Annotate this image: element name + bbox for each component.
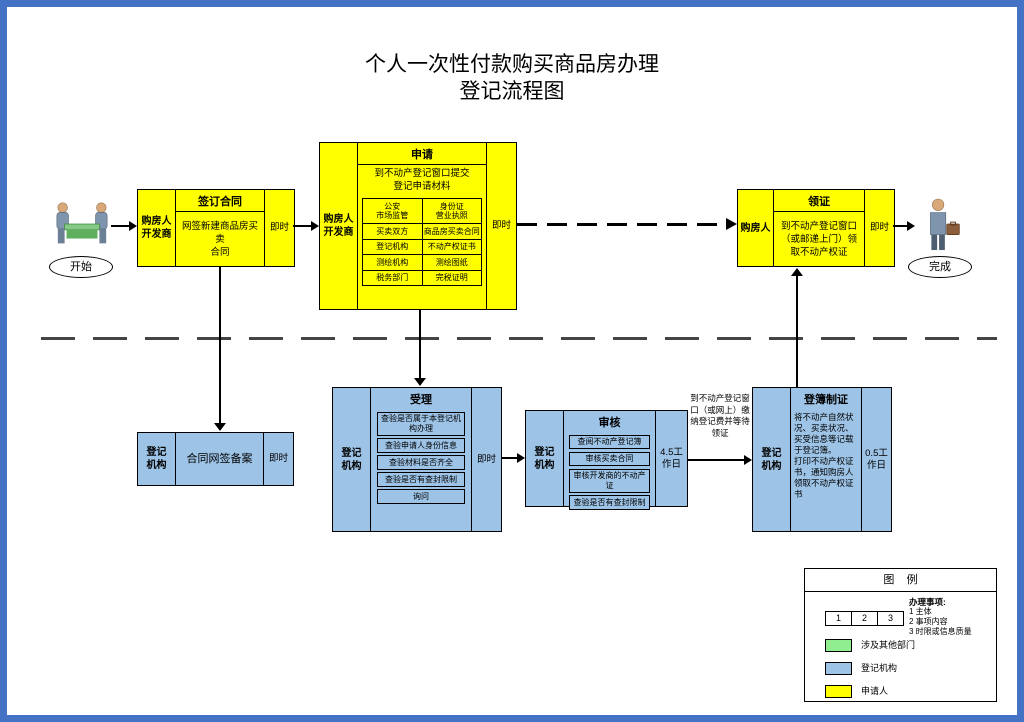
materials-row: 税务部门 完税证明 <box>362 269 482 286</box>
record-cert-main: 登簿制证 将不动产自然状况、买卖状况、买受信息等记载于登记簿。 打印不动产权证书… <box>791 388 861 531</box>
review-actor: 登记 机构 <box>526 411 564 506</box>
record-cert-header: 登簿制证 <box>804 394 848 406</box>
acceptance-item: 查验是否有查封限制 <box>377 472 465 487</box>
apply-materials-table: 公安 市场监管 身份证 营业执照 买卖双方 商品房买卖合同 登记机构 不动产权证… <box>362 198 482 286</box>
sign-contract-box: 购房人 开发商 签订合同 网签新建商品房买卖 合同 即时 <box>137 189 295 267</box>
record-cert-body: 将不动产自然状况、买卖状况、买受信息等记载于登记簿。 打印不动产权证书，通知购房… <box>794 412 854 499</box>
review-item: 审核开发商的不动产证 <box>569 468 650 493</box>
arrow-apply-to-receive-dashed <box>517 218 737 231</box>
acceptance-item: 查验是否属于本登记机构办理 <box>377 411 465 436</box>
acceptance-item: 查验申请人身份信息 <box>377 438 465 453</box>
person-briefcase-icon <box>915 197 967 255</box>
sign-contract-header: 签订合同 <box>176 190 264 212</box>
page-title-line1: 个人一次性付款购买商品房办理 <box>365 53 659 76</box>
swimlane-separator <box>41 337 997 340</box>
arrow-review-to-record <box>688 455 752 465</box>
page-title-line2: 登记流程图 <box>459 80 565 103</box>
legend: 图 例 1 2 3 办理事项: 1 主体 2 事项内容 3 时限或信息质量 涉及… <box>804 568 997 702</box>
apply-time: 即时 <box>486 143 516 309</box>
receive-cert-main: 领证 到不动产登记窗口（或邮递上门）领取不动产权证 <box>774 190 864 266</box>
material-org: 测绘机构 <box>362 254 423 271</box>
legend-sample-cells: 1 2 3 <box>825 611 904 626</box>
receive-cert-body: 到不动产登记窗口（或邮递上门）领取不动产权证 <box>780 220 857 258</box>
legend-cell-3: 3 <box>877 611 904 626</box>
legend-label-registry: 登记机构 <box>861 663 898 673</box>
arrow-sign-to-filing <box>214 267 226 431</box>
review-header: 审核 <box>598 417 621 429</box>
legend-note: 2 事项内容 <box>909 617 948 626</box>
sign-contract-actor: 购房人 开发商 <box>138 190 176 266</box>
material-doc: 完税证明 <box>421 269 482 286</box>
acceptance-box: 登记 机构 受理 查验是否属于本登记机构办理 查验申请人身份信息 查验材料是否齐… <box>332 387 502 532</box>
material-org: 税务部门 <box>362 269 423 286</box>
arrow-start-to-sign <box>111 221 137 231</box>
record-cert-box: 登记 机构 登簿制证 将不动产自然状况、买卖状况、买受信息等记载于登记簿。 打印… <box>752 387 892 532</box>
arrow-acceptance-to-review <box>502 453 525 463</box>
legend-swatch-registry <box>825 662 852 675</box>
end-terminal: 完成 <box>908 256 972 278</box>
sign-contract-body: 网签新建商品房买卖 合同 <box>181 220 258 258</box>
materials-row: 登记机构 不动产权证书 <box>362 238 482 255</box>
receive-cert-header: 领证 <box>774 190 864 212</box>
material-doc: 商品房买卖合同 <box>421 223 482 240</box>
record-cert-actor: 登记 机构 <box>753 388 791 531</box>
material-org: 公安 市场监管 <box>362 198 423 224</box>
material-doc: 身份证 营业执照 <box>421 198 482 224</box>
material-org: 登记机构 <box>362 238 423 255</box>
review-item: 查验是否有查封限制 <box>569 495 650 510</box>
start-terminal: 开始 <box>49 256 113 278</box>
acceptance-main: 受理 查验是否属于本登记机构办理 查验申请人身份信息 查验材料是否齐全 查验是否… <box>371 388 471 531</box>
apply-body: 到不动产登记窗口提交 登记申请材料 <box>374 168 470 192</box>
materials-row: 买卖双方 商品房买卖合同 <box>362 223 482 240</box>
apply-actor: 购房人 开发商 <box>320 143 358 309</box>
acceptance-time: 即时 <box>471 388 501 531</box>
legend-label-applicant: 申请人 <box>861 686 889 696</box>
acceptance-actor: 登记 机构 <box>333 388 371 531</box>
arrow-receive-to-end <box>893 221 915 231</box>
receive-cert-box: 购房人 领证 到不动产登记窗口（或邮递上门）领取不动产权证 即时 <box>737 189 895 267</box>
pay-fee-note: 到不动产登记窗口（或网上）缴纳登记费并等待领证 <box>690 393 750 438</box>
contract-filing-main: 合同网签备案 <box>176 433 263 485</box>
arrow-record-to-receive <box>791 268 803 387</box>
legend-note: 3 时限或信息质量 <box>909 627 972 636</box>
review-time: 4.5工作日 <box>655 411 687 506</box>
sign-contract-main: 签订合同 网签新建商品房买卖 合同 <box>176 190 264 266</box>
review-item: 审核买卖合同 <box>569 451 650 466</box>
contract-filing-time: 即时 <box>263 433 293 485</box>
legend-swatch-applicant <box>825 685 852 698</box>
legend-cell-1: 1 <box>825 611 852 626</box>
materials-row: 公安 市场监管 身份证 营业执照 <box>362 198 482 224</box>
acceptance-header: 受理 <box>410 394 432 406</box>
review-item: 查阅不动产登记簿 <box>569 434 650 449</box>
review-main: 审核 查阅不动产登记簿 审核买卖合同 审核开发商的不动产证 查验是否有查封限制 <box>564 411 655 510</box>
material-doc: 不动产权证书 <box>421 238 482 255</box>
apply-box: 购房人 开发商 申请 到不动产登记窗口提交 登记申请材料 公安 市场监管 身份证… <box>319 142 517 310</box>
legend-title: 图 例 <box>805 569 996 592</box>
record-cert-time: 0.5工作日 <box>861 388 891 531</box>
legend-notes: 办理事项: 1 主体 2 事项内容 3 时限或信息质量 <box>909 597 972 637</box>
legend-label-other-department: 涉及其他部门 <box>861 640 916 650</box>
contract-filing-body: 合同网签备案 <box>186 452 253 465</box>
receive-cert-time: 即时 <box>864 190 894 266</box>
review-box: 登记 机构 审核 查阅不动产登记簿 审核买卖合同 审核开发商的不动产证 查验是否… <box>525 410 688 510</box>
contract-filing-box: 登记 机构 合同网签备案 即时 <box>137 432 294 486</box>
contract-filing-actor: 登记 机构 <box>138 433 176 485</box>
receive-cert-actor: 购房人 <box>738 190 774 266</box>
acceptance-item: 询问 <box>377 489 465 504</box>
materials-row: 测绘机构 测绘图纸 <box>362 254 482 271</box>
material-doc: 测绘图纸 <box>421 254 482 271</box>
people-meeting-icon <box>53 197 111 255</box>
material-org: 买卖双方 <box>362 223 423 240</box>
legend-cell-2: 2 <box>851 611 878 626</box>
legend-swatch-other-department <box>825 639 852 652</box>
arrow-apply-to-acceptance <box>414 310 426 386</box>
apply-header: 申请 <box>358 143 486 165</box>
arrow-sign-to-apply <box>293 221 319 231</box>
legend-notes-title: 办理事项: <box>909 597 946 607</box>
legend-note: 1 主体 <box>909 607 932 616</box>
apply-main: 申请 到不动产登记窗口提交 登记申请材料 公安 市场监管 身份证 营业执照 买卖… <box>358 143 486 309</box>
sign-contract-time: 即时 <box>264 190 294 266</box>
acceptance-item: 查验材料是否齐全 <box>377 455 465 470</box>
